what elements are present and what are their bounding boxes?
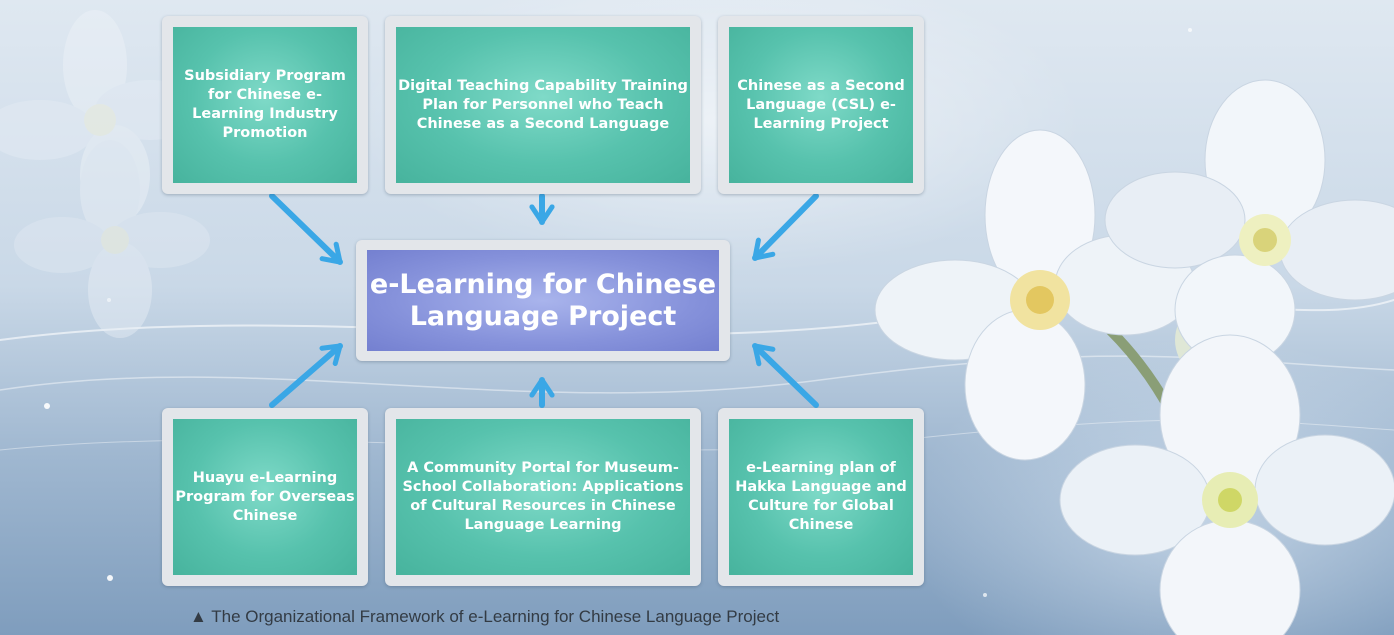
arrows xyxy=(269,193,819,408)
box-label: e-Learning plan of Hakka Language and Cu… xyxy=(729,419,913,575)
top-box-csl-project: Chinese as a Second Language (CSL) e-Lea… xyxy=(718,16,924,194)
box-label: A Community Portal for Museum-School Col… xyxy=(396,419,690,575)
box-label: Chinese as a Second Language (CSL) e-Lea… xyxy=(729,27,913,183)
center-box-main-project: e-Learning for Chinese Language Project xyxy=(356,240,730,361)
center-title: e-Learning for Chinese Language Project xyxy=(367,250,719,351)
bottom-box-huayu-program: Huayu e-Learning Program for Overseas Ch… xyxy=(162,408,368,586)
top-box-industry-promotion: Subsidiary Program for Chinese e-Learnin… xyxy=(162,16,368,194)
box-label: Subsidiary Program for Chinese e-Learnin… xyxy=(173,27,357,183)
bottom-box-hakka-plan: e-Learning plan of Hakka Language and Cu… xyxy=(718,408,924,586)
box-label: Huayu e-Learning Program for Overseas Ch… xyxy=(173,419,357,575)
top-box-teaching-capability: Digital Teaching Capability Training Pla… xyxy=(385,16,701,194)
arrow-icon xyxy=(752,193,819,261)
flower-icon xyxy=(0,10,210,338)
up-triangle-icon: ▲ xyxy=(190,607,207,626)
arrow-icon xyxy=(269,343,343,408)
caption-text: The Organizational Framework of e-Learni… xyxy=(211,607,780,626)
arrow-icon xyxy=(269,193,343,265)
bottom-box-community-portal: A Community Portal for Museum-School Col… xyxy=(385,408,701,586)
box-label: Digital Teaching Capability Training Pla… xyxy=(396,27,690,183)
flower-icon xyxy=(874,79,1394,635)
figure-caption: ▲ The Organizational Framework of e-Lear… xyxy=(190,607,950,627)
arrow-icon xyxy=(752,343,819,408)
